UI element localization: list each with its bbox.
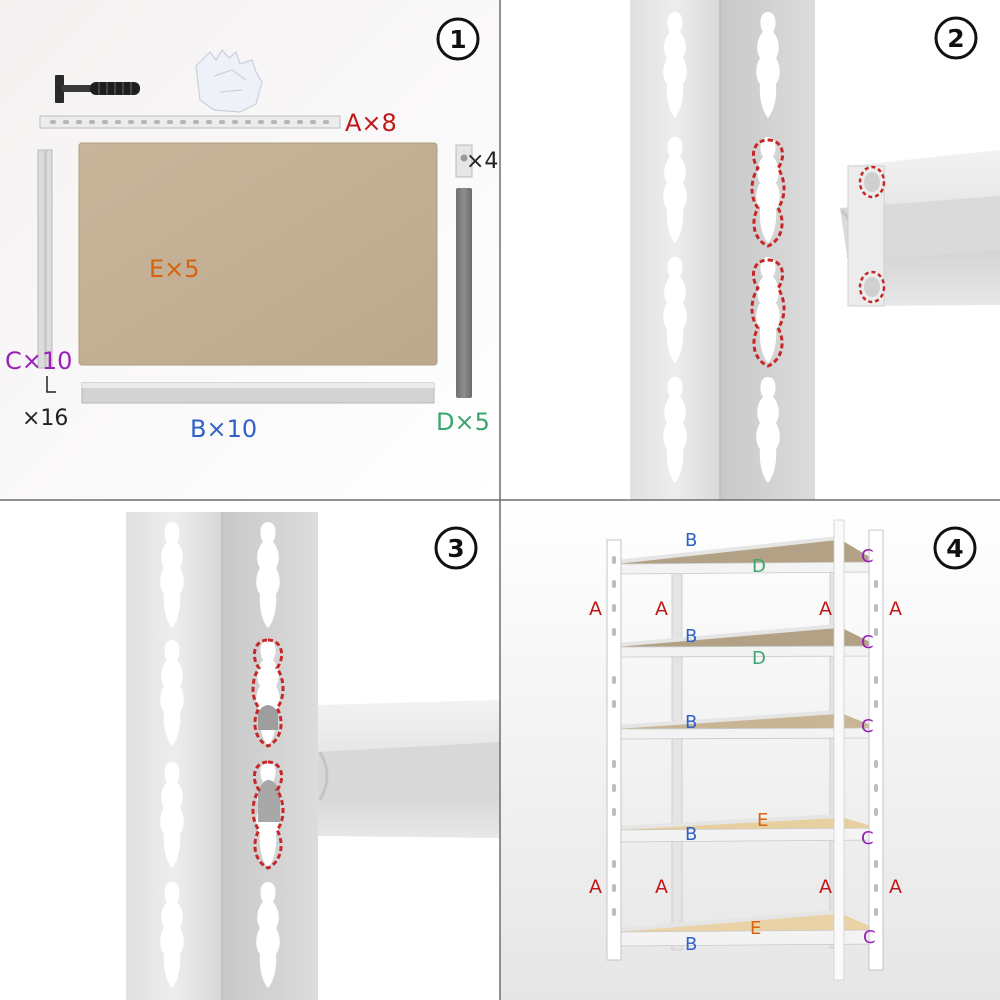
slot-highlight <box>750 258 786 368</box>
shelf-label-d: D <box>752 648 766 669</box>
shelf-level-2 <box>613 624 879 658</box>
part-label-a: A×8 <box>345 109 397 137</box>
shelf-label-b: B <box>685 626 697 647</box>
hook-highlight <box>858 270 886 304</box>
screw-count-label: ×16 <box>22 406 68 431</box>
shelf-label-b: B <box>685 934 697 955</box>
step-number: 3 <box>447 534 464 563</box>
front-upright-left <box>606 539 622 961</box>
step-badge: 4 <box>933 526 977 570</box>
front-upright-right <box>868 529 884 971</box>
shelf-label-d: D <box>752 556 766 577</box>
screw-icon <box>46 376 56 393</box>
shelf-label-a: A <box>655 598 668 620</box>
shelf-level-4 <box>613 814 879 843</box>
shelf-label-c: C <box>861 716 874 737</box>
shelf-label-b: B <box>685 530 697 551</box>
shelf-label-a: A <box>819 876 832 898</box>
step-badge: 2 <box>934 16 978 60</box>
corner-bracket <box>455 144 473 178</box>
slot-highlight <box>750 138 786 248</box>
shelf-label-b: B <box>685 712 697 733</box>
shelf-label-b: B <box>685 824 697 845</box>
shelf-label-a: A <box>819 598 832 620</box>
shelf-label-a: A <box>589 876 602 898</box>
shelf-label-c: C <box>863 927 876 948</box>
step-number: 1 <box>449 25 466 54</box>
part-label-e: E×5 <box>149 255 200 283</box>
shelf-label-c: C <box>861 632 874 653</box>
rail-b <box>81 382 435 404</box>
shelf-label-a: A <box>889 876 902 898</box>
slot-highlight <box>251 760 285 870</box>
gloves-icon <box>195 48 263 113</box>
step-number: 2 <box>947 24 964 53</box>
board-e <box>78 142 438 366</box>
panel-insert-hooks: 3 <box>0 500 500 1000</box>
panel-assembled-shelf: A A A A A A A A B B B B B C C C C C D D … <box>500 500 1000 1000</box>
shelf-label-c: C <box>861 546 874 567</box>
rail-c <box>37 149 53 369</box>
hammer-icon <box>55 75 140 103</box>
support-d <box>456 188 472 398</box>
shelf-label-e: E <box>757 810 768 831</box>
shelf-level-5 <box>613 910 879 947</box>
part-label-b: B×10 <box>190 415 257 443</box>
shelf-level-3 <box>613 710 879 740</box>
slot-highlight <box>251 638 285 748</box>
shelf-label-a: A <box>655 876 668 898</box>
part-label-d: D×5 <box>436 408 490 436</box>
hook-highlight <box>858 165 886 199</box>
shelf-label-e: E <box>750 918 761 939</box>
part-label-c: C×10 <box>5 347 72 375</box>
corner-count-label: ×4 <box>466 149 498 174</box>
rail-a <box>39 115 341 129</box>
panel-align-hooks: 2 <box>500 0 1000 500</box>
beam <box>318 700 500 838</box>
step-badge: 3 <box>434 526 478 570</box>
shelf-label-c: C <box>861 828 874 849</box>
beam-end <box>840 150 1000 307</box>
shelf-label-a: A <box>889 598 902 620</box>
step-badge: 1 <box>436 17 480 61</box>
step-number: 4 <box>946 534 963 563</box>
shelf-label-a: A <box>589 598 602 620</box>
panel-parts: 1 A×8 E×5 C×10 B×10 D×5 ×4 ×16 <box>0 0 500 500</box>
